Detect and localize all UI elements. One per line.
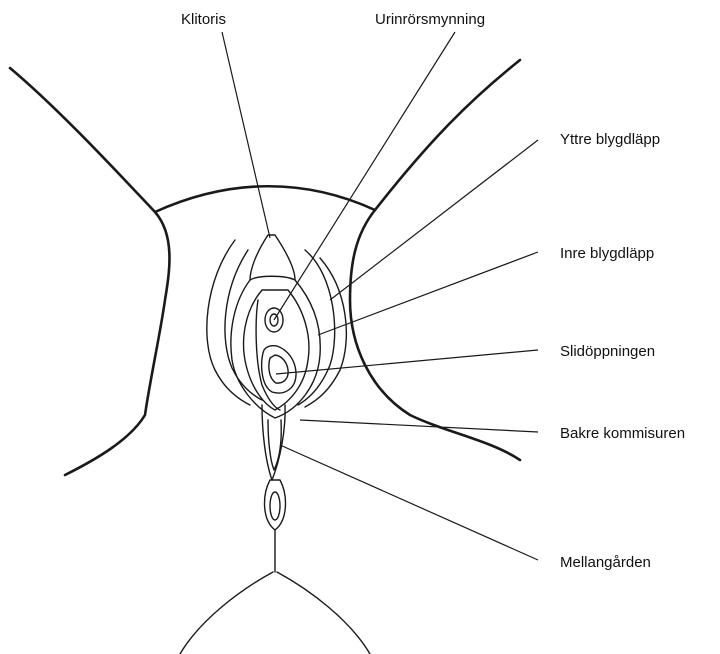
leader-slid: [276, 350, 538, 374]
vaginal-opening-shape: [262, 346, 296, 393]
leader-bakre: [300, 420, 538, 432]
leader-yttre: [330, 140, 538, 300]
label-slid: Slidöppningen: [560, 343, 655, 360]
leader-mellan: [280, 445, 538, 560]
perineum-shapes: [262, 405, 285, 530]
lower-curves: [180, 530, 370, 654]
leader-urinror: [274, 32, 455, 320]
label-bakre: Bakre kommisuren: [560, 425, 685, 442]
label-yttre: Yttre blygdläpp: [560, 131, 660, 148]
label-mellan: Mellangården: [560, 554, 651, 571]
label-urinror: Urinrörsmynning: [375, 11, 485, 28]
inner-labia: [231, 235, 320, 418]
label-klitoris: Klitoris: [181, 11, 226, 28]
label-inre: Inre blygdläpp: [560, 245, 654, 262]
leader-klitoris: [222, 32, 270, 238]
